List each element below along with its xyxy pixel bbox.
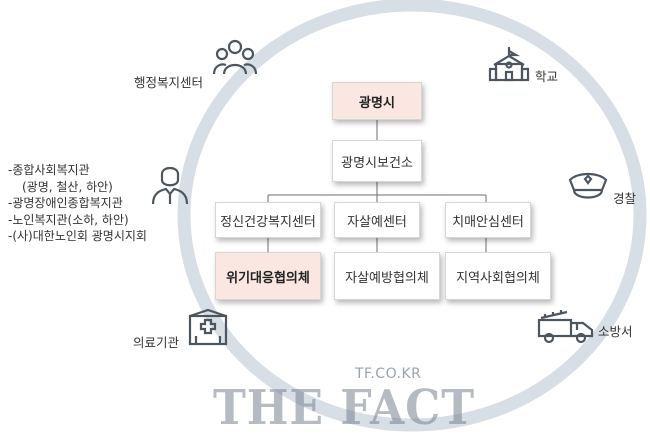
fire-station-label: 소방서 [598,324,633,339]
school-label: 학교 [535,69,559,84]
org-connectors [267,120,487,252]
dementia-center-label: 치매안심센터 [452,214,524,230]
community-council-label: 지역사회협의체 [456,270,540,286]
admin-welfare-center-label: 행정복지센터 [134,75,204,90]
gwangmyeong-city-box: 광명시 [332,82,422,120]
suicide-prevention-center-box: 자살예센터 [334,202,420,238]
police-label: 경찰 [613,191,637,206]
welfare-list-item: -노인복지관(소하, 하안) [8,212,129,227]
suicide-prevention-council-label: 자살예방협의체 [345,270,429,286]
crisis-council-box: 위기대응협의체 [215,252,321,300]
suicide-prevention-center-label: 자살예센터 [347,214,407,230]
welfare-list-item: (광명, 철산, 하안) [22,179,113,194]
welfare-list-item: -종합사회복지관 [8,163,90,177]
crisis-council-label: 위기대응협의체 [226,270,310,286]
police-cap-icon [568,172,608,199]
welfare-list-item: -광명장애인종합복지관 [8,196,123,210]
community-council-box: 지역사회협의체 [445,252,551,300]
welfare-facility-list: -종합사회복지관 (광명, 철산, 하안) -광명장애인종합복지관 -노인복지관… [8,162,147,245]
health-center-box: 광명시보건소 [332,140,422,182]
person-icon [151,166,189,205]
welfare-list-item: -(사)대한노인회 광명시지회 [8,229,147,243]
hospital-icon [188,308,228,346]
dementia-center-box: 치매안심센터 [445,202,531,238]
watermark-domain: TF.CO.KR [355,366,422,382]
gwangmyeong-city-label: 광명시 [359,95,395,111]
health-center-label: 광명시보건소 [341,155,413,171]
school-icon [488,47,530,82]
fire-truck-icon [537,310,594,344]
suicide-prevention-council-box: 자살예방협의체 [334,252,440,300]
watermark-logo: THE FACT [213,380,476,436]
people-icon [212,39,258,75]
mental-health-center-box: 정신건강복지센터 [215,202,321,238]
medical-institution-label: 의료기관 [133,335,180,350]
mental-health-center-label: 정신건강복지센터 [220,214,316,230]
